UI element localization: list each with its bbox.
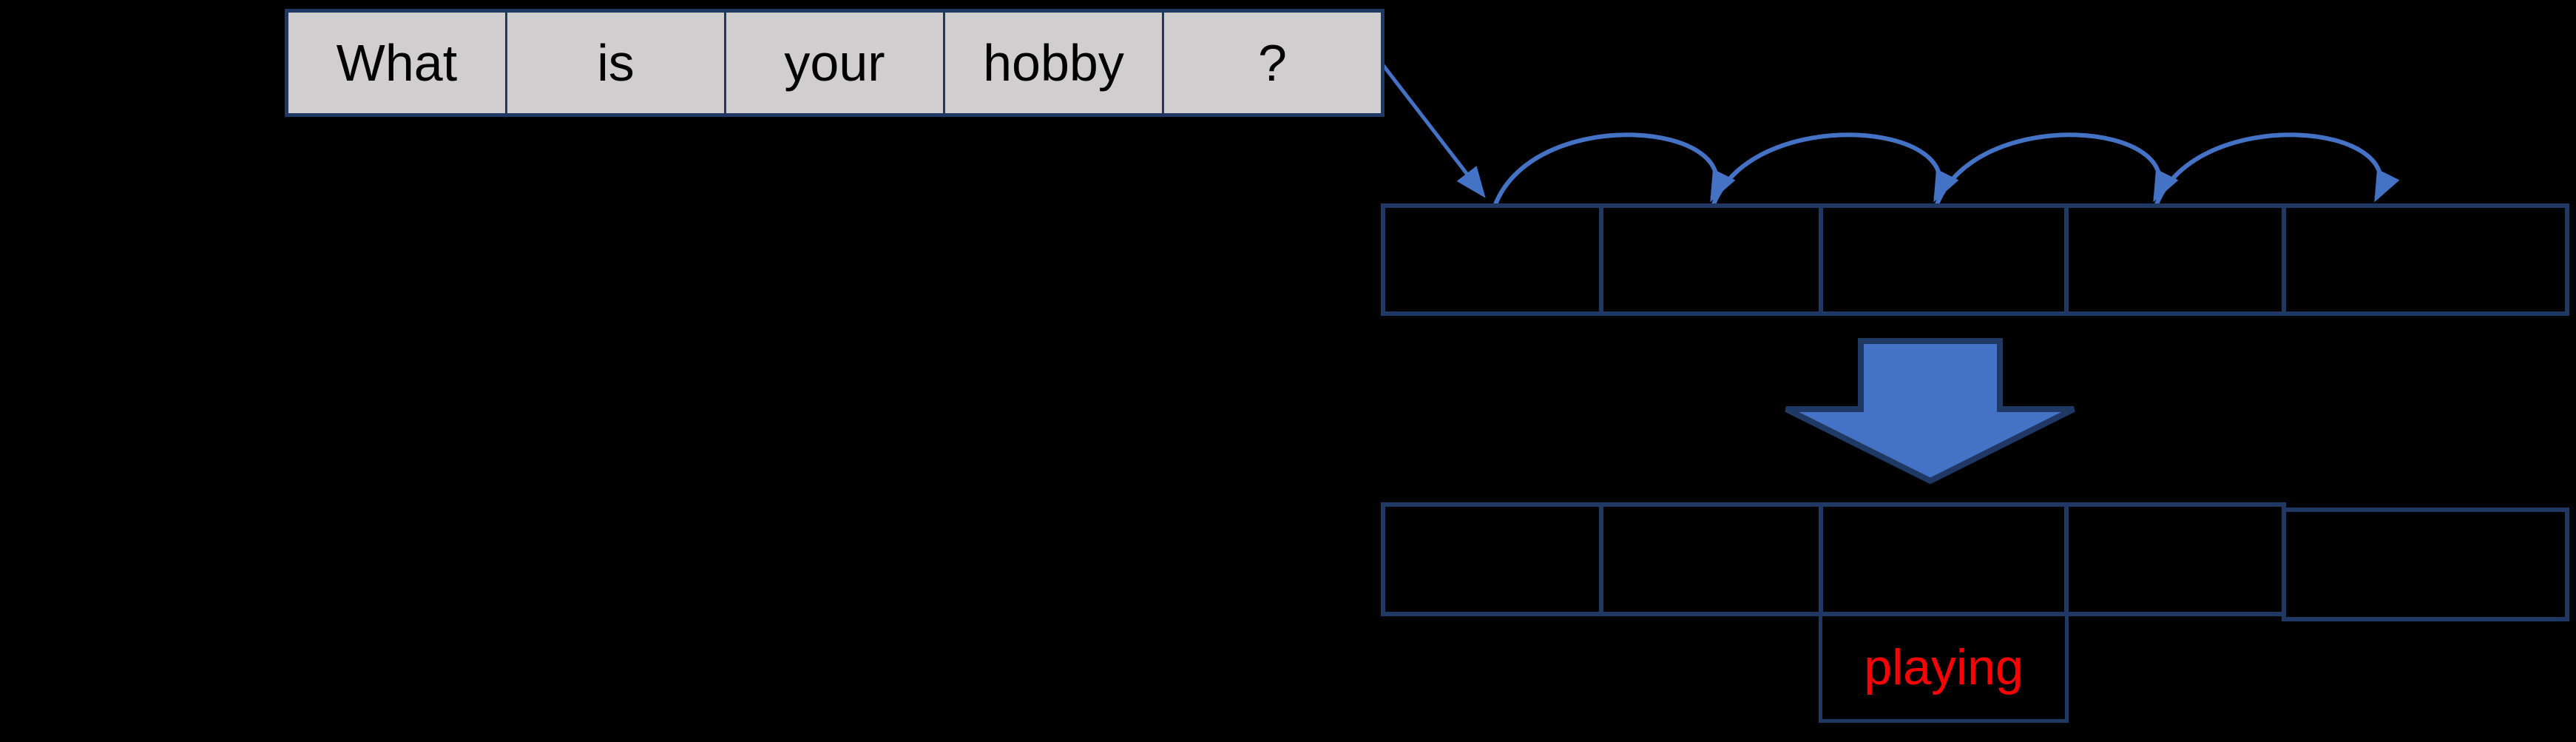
- hop-arc-icon-2: [1711, 132, 1959, 206]
- sequence-cell: [2282, 203, 2569, 316]
- output-cell: [1599, 502, 1823, 616]
- input-flow-arrow-icon: [1382, 64, 1486, 198]
- prediction-label: playing: [1864, 639, 2024, 695]
- sequence-cell: [1599, 203, 1823, 316]
- hop-arc-icon-1: [1493, 132, 1736, 206]
- sequence-cell: [2064, 203, 2286, 316]
- word-cell: your: [724, 13, 943, 113]
- hop-arc-icon-4: [2154, 132, 2400, 206]
- word-cell: ?: [1162, 13, 1381, 113]
- output-cell: [1819, 502, 2069, 616]
- output-cell: [2064, 502, 2286, 616]
- hop-arc-icon-3: [1935, 132, 2179, 206]
- sentence-table: What is your hobby ?: [285, 9, 1385, 117]
- word-cell: is: [505, 13, 724, 113]
- prediction-box: playing: [1819, 612, 2069, 723]
- sequence-cell: [1381, 203, 1603, 316]
- word-cell: What: [336, 34, 458, 92]
- sequence-cell: [1819, 203, 2069, 316]
- word-cell: hobby: [943, 13, 1162, 113]
- output-cell: [2282, 507, 2569, 621]
- output-cell: [1381, 502, 1603, 616]
- down-arrow-icon: [1785, 338, 2075, 485]
